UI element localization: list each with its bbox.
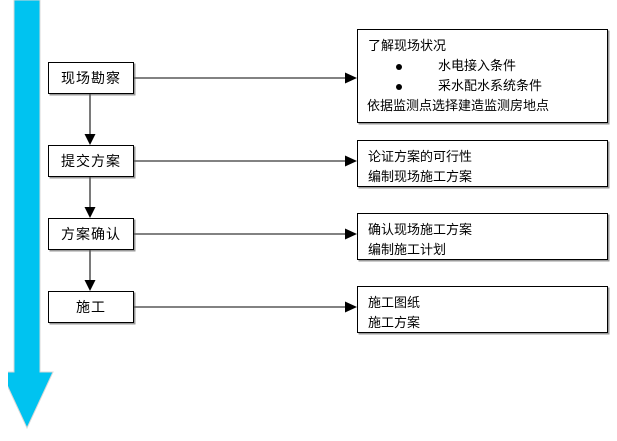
detail-line: 依据监测点选择建造监测房地点 (367, 99, 550, 114)
flow-direction-arrow-icon (0, 0, 68, 430)
detail-line: 编制现场施工方案 (368, 170, 473, 185)
stage-label: 提交方案 (61, 154, 121, 170)
detail-line: 施工图纸 (368, 296, 421, 311)
detail-box-confirm[interactable]: 确认现场施工方案 编制施工计划 (357, 213, 608, 260)
stage-box-submit[interactable]: 提交方案 (48, 145, 134, 177)
connector-survey-to-detail (134, 71, 358, 85)
connector-confirm-to-detail (134, 227, 358, 241)
bullet-dot-icon (396, 64, 402, 70)
stage-label: 方案确认 (61, 227, 121, 243)
stage-box-survey[interactable]: 现场勘察 (48, 62, 134, 94)
detail-box-build[interactable]: 施工图纸 施工方案 (357, 286, 608, 333)
detail-line: 论证方案的可行性 (368, 150, 473, 165)
detail-line: 确认现场施工方案 (368, 223, 473, 238)
detail-box-survey[interactable]: 了解现场状况 水电接入条件 采水配水系统条件 依据监测点选择建造监测房地点 (357, 29, 608, 123)
connector-survey-to-submit (83, 94, 97, 146)
detail-line: 施工方案 (368, 316, 421, 331)
detail-bullet-label: 采水配水系统条件 (438, 79, 543, 94)
stage-label: 施工 (76, 300, 106, 316)
stage-box-confirm[interactable]: 方案确认 (48, 218, 134, 250)
detail-bullet-item: 水电接入条件 (368, 57, 607, 77)
detail-box-submit[interactable]: 论证方案的可行性 编制现场施工方案 (357, 140, 608, 187)
detail-line: 了解现场状况 (368, 39, 447, 54)
detail-line: 编制施工计划 (368, 243, 447, 258)
bullet-dot-icon (396, 84, 402, 90)
stage-box-build[interactable]: 施工 (48, 291, 134, 323)
connector-build-to-detail (134, 300, 358, 314)
connector-confirm-to-build (83, 250, 97, 292)
stage-label: 现场勘察 (61, 71, 121, 87)
connector-submit-to-detail (134, 154, 358, 168)
connector-submit-to-confirm (83, 177, 97, 219)
detail-bullet-item: 采水配水系统条件 (368, 77, 607, 97)
detail-bullet-label: 水电接入条件 (438, 59, 517, 74)
